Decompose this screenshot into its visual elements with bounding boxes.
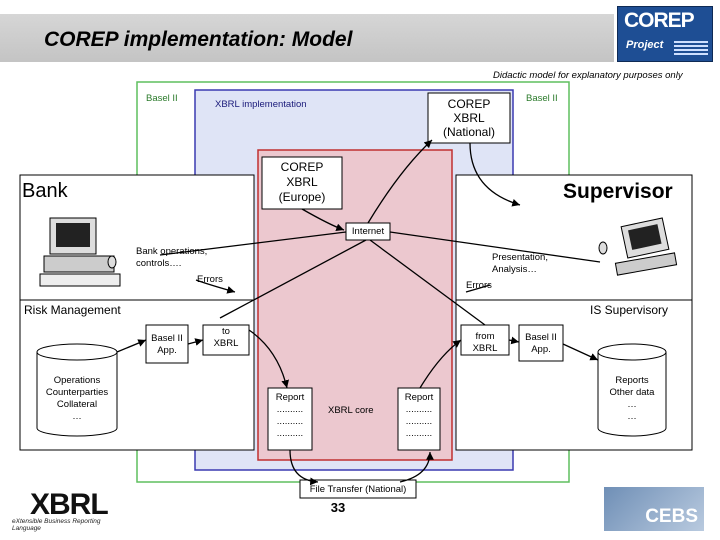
- to-xbrl-line2: XBRL: [213, 338, 239, 349]
- line-internet-to-supervisor: [389, 231, 601, 263]
- xbrl-logo-text: XBRL: [30, 488, 109, 521]
- arrow-internet-to-national: [367, 139, 433, 224]
- caption: Didactic model for explanatory purposes …: [493, 70, 683, 81]
- internet-label: Internet: [351, 226, 385, 237]
- corep-national-box: [427, 92, 511, 144]
- page-title: COREP implementation: Model: [44, 28, 353, 51]
- operations-database-icon: [36, 343, 118, 437]
- report-right-dots2: ..........: [405, 416, 433, 427]
- line-internet-down-left: [219, 239, 367, 319]
- report-left-dots3: ..........: [276, 428, 304, 439]
- presentation-line1: Presentation,: [492, 252, 548, 263]
- arrow-europe-to-internet: [301, 208, 345, 232]
- report-right-dots1: ..........: [405, 404, 433, 415]
- corep-national-text: COREP XBRL (National): [428, 97, 510, 139]
- operations-db-text: Operations Counterparties Collateral …: [37, 375, 117, 423]
- risk-management-label: Risk Management: [24, 303, 121, 317]
- report-right-box: [397, 387, 441, 451]
- reports-line1: Reports: [615, 375, 649, 386]
- title-bar: [0, 14, 614, 62]
- ops-line3: Collateral: [56, 399, 98, 410]
- arrow-filetransfer-to-report: [399, 451, 434, 483]
- supervisor-computer-icon: [598, 217, 678, 276]
- report-left-dots1: ..........: [276, 404, 304, 415]
- ops-line4: …: [72, 411, 82, 422]
- errors-left-label: Errors: [197, 274, 223, 285]
- ops-line1: Operations: [53, 375, 101, 386]
- to-xbrl-line1: to: [222, 326, 230, 337]
- reports-line3: …: [627, 399, 637, 410]
- arrow-app-to-reportsdb: [562, 343, 599, 361]
- xbrl-logo-subtitle: eXtensible Business Reporting Language: [12, 518, 101, 532]
- bank-operations-line2: controls….: [136, 258, 182, 269]
- to-xbrl-text: to XBRL: [203, 326, 249, 350]
- report-right-text: Report .......... .......... ..........: [398, 392, 440, 440]
- arrow-national-to-supervisor: [469, 142, 521, 207]
- cebs-logo: CEBS: [604, 487, 704, 531]
- logo-line2: Project: [626, 39, 664, 51]
- report-left-title: Report: [275, 392, 305, 403]
- arrow-report-to-fromxbrl: [419, 339, 462, 389]
- ops-line2: Counterparties: [45, 387, 109, 398]
- report-left-text: Report .......... .......... ..........: [268, 392, 312, 440]
- arrow-app-to-toxbrl: [187, 338, 204, 346]
- basel-app-left-text: Basel II App.: [146, 333, 188, 357]
- report-right-dots3: ..........: [405, 428, 433, 439]
- is-supervisory-label: IS Supervisory: [590, 303, 669, 317]
- presentation-line2: Analysis…: [492, 264, 537, 275]
- from-xbrl-line2: XBRL: [472, 343, 498, 354]
- report-left-box: [267, 387, 313, 451]
- corep-national-line1: COREP: [447, 97, 491, 111]
- corep-national-line2: XBRL: [453, 111, 485, 125]
- basel-app-right-box: [518, 324, 564, 362]
- logo-stripes-icon: [674, 41, 708, 55]
- corep-national-line3: (National): [442, 125, 496, 139]
- basel-app-right-line1: Basel II: [525, 332, 557, 343]
- bank-operations-line1: Bank operations,: [136, 246, 208, 257]
- basel-app-right-text: Basel II App.: [519, 332, 563, 356]
- arrow-fromxbrl-to-app: [508, 336, 520, 345]
- arrow-errors-left: [195, 279, 236, 294]
- xbrl-implementation-label: XBRL implementation: [215, 99, 307, 110]
- from-xbrl-line1: from: [475, 331, 495, 342]
- supervisor-label: Supervisor: [563, 180, 673, 203]
- basel-ii-left-label: Basel II: [146, 93, 178, 104]
- corep-europe-line2: XBRL: [286, 175, 318, 189]
- reports-db-text: Reports Other data … …: [598, 375, 666, 423]
- file-transfer-label: File Transfer (National): [309, 484, 407, 495]
- xbrl-logo: XBRL eXtensible Business Reporting Langu…: [12, 488, 124, 532]
- bank-computer-icon: [39, 217, 121, 287]
- corep-europe-line1: COREP: [280, 160, 324, 174]
- xbrl-core-label: XBRL core: [328, 405, 374, 416]
- corep-project-logo: COREP Project: [617, 6, 713, 62]
- file-transfer-box: [299, 479, 417, 499]
- arrow-errors-right: [465, 284, 491, 293]
- corep-europe-box: [261, 156, 343, 210]
- line-bank-to-internet: [159, 231, 347, 256]
- arrow-toxbrl-to-report: [248, 329, 289, 389]
- reports-line4: …: [627, 411, 637, 422]
- basel-app-right-line2: App.: [531, 344, 551, 355]
- from-xbrl-text: from XBRL: [461, 331, 509, 355]
- basel-ii-right-label: Basel II: [526, 93, 558, 104]
- errors-right-label: Errors: [466, 280, 492, 291]
- bank-label: Bank: [22, 180, 68, 202]
- report-left-dots2: ..........: [276, 416, 304, 427]
- reports-line2: Other data: [609, 387, 655, 398]
- arrow-report-to-filetransfer: [289, 449, 319, 486]
- to-xbrl-box: [202, 324, 250, 356]
- reports-database-icon: [597, 343, 667, 437]
- arrow-db-to-app: [116, 339, 147, 353]
- page-number: 33: [330, 500, 346, 515]
- logo-line1: COREP: [624, 9, 695, 32]
- cebs-logo-text: CEBS: [645, 506, 698, 527]
- corep-europe-line3: (Europe): [278, 190, 326, 204]
- basel-app-left-line2: App.: [157, 345, 177, 356]
- report-right-title: Report: [404, 392, 434, 403]
- basel-app-left-line1: Basel II: [151, 333, 183, 344]
- corep-europe-text: COREP XBRL (Europe): [262, 160, 342, 205]
- basel-app-left-box: [145, 324, 189, 364]
- line-internet-down-right: [369, 239, 486, 326]
